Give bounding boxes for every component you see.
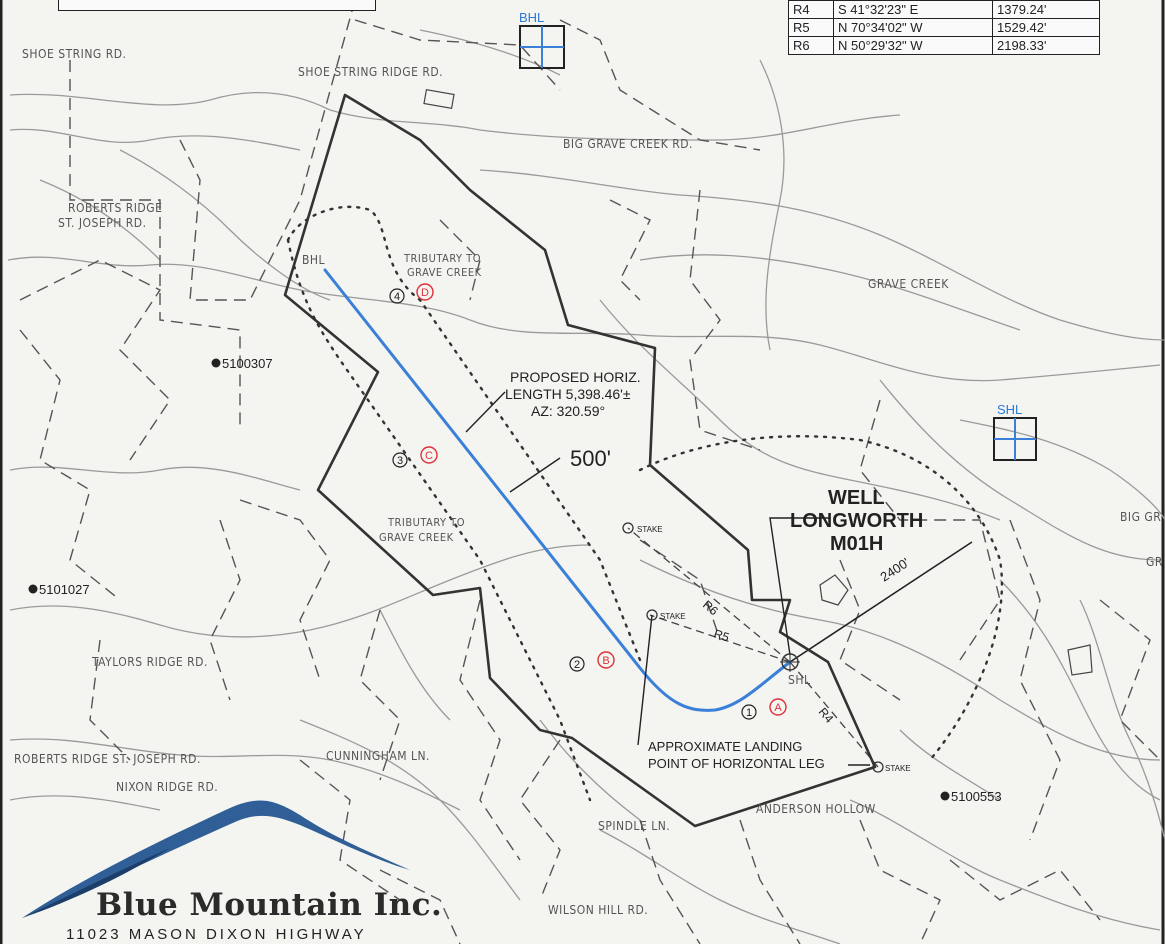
bhl-box-label: BHL <box>519 10 544 25</box>
horiz-label-3: AZ: 320.59° <box>531 403 605 419</box>
shl-point: SHL <box>780 652 811 687</box>
stake-icon <box>622 522 634 534</box>
road-label: ST. JOSEPH RD. <box>58 216 147 230</box>
road-label: ANDERSON HOLLOW <box>756 802 876 816</box>
road-label: ROBERTS RIDGE ST. JOSEPH RD. <box>14 752 201 766</box>
radial-r5-label: R5 <box>712 627 731 645</box>
well-icon <box>28 584 38 594</box>
point-3: 3 <box>397 455 403 467</box>
company-name: Blue Mountain Inc. <box>96 887 443 923</box>
point-a: A <box>774 702 782 714</box>
stakes: STAKE STAKE STAKE <box>622 522 911 773</box>
well-label-1: 5100307 <box>222 356 273 371</box>
table-cell-distance: 1529.42' <box>992 18 1100 37</box>
well-label-2: 5101027 <box>39 582 90 597</box>
road-label: SHOE STRING RD. <box>22 47 126 61</box>
radial-r4-label: R4 <box>816 705 837 726</box>
offset-wells: 5100307 5101027 5100553 <box>28 356 1002 804</box>
creek-label: GRAVE CREEK <box>407 266 482 279</box>
shl-point-label: SHL <box>788 673 811 687</box>
leader-2400 <box>789 541 973 663</box>
survey-points: 4 D 3 C 2 B 1 A <box>389 283 787 720</box>
horiz-label-2: LENGTH 5,398.46'± <box>505 386 631 402</box>
stake-icon <box>646 609 658 621</box>
well-title-1: WELL <box>828 487 885 509</box>
roads-solid <box>7 29 1165 944</box>
road-label: SHOE STRING RIDGE RD. <box>298 65 443 79</box>
point-c: C <box>425 450 433 462</box>
title-box <box>58 0 376 11</box>
table-row: R5 N 70°34'02" W 1529.42' <box>788 18 1100 37</box>
bearing-table: R4 S 41°32'23" E 1379.24' R5 N 70°34'02"… <box>788 0 1100 55</box>
creek-label: GRAVE CREEK <box>868 277 949 291</box>
property-lines-dashed <box>19 0 1161 944</box>
table-row: R6 N 50°29'32" W 2198.33' <box>788 36 1100 55</box>
stake-label-1: STAKE <box>637 525 663 534</box>
table-cell-distance: 2198.33' <box>992 36 1100 55</box>
road-label: TAYLORS RIDGE RD. <box>91 655 208 669</box>
well-title-3: M01H <box>830 533 883 555</box>
well-icon <box>211 358 221 368</box>
stake-icon <box>872 761 884 773</box>
table-cell-bearing: N 50°29'32" W <box>833 36 993 55</box>
annotations: PROPOSED HORIZ. LENGTH 5,398.46'± AZ: 32… <box>505 369 923 771</box>
road-label: BIG GR <box>1120 510 1161 524</box>
road-label: CUNNINGHAM LN. <box>326 749 430 763</box>
table-row: R4 S 41°32'23" E 1379.24' <box>788 0 1100 19</box>
landing-label-1: APPROXIMATE LANDING <box>648 739 802 754</box>
creek-label: GRAVE CREEK <box>379 531 454 544</box>
road-label: WILSON HILL RD. <box>548 903 648 917</box>
point-b: B <box>602 655 609 667</box>
road-label: SPINDLE LN. <box>598 819 670 833</box>
bhl-box: BHL <box>519 10 565 69</box>
horiz-label-1: PROPOSED HORIZ. <box>510 369 641 385</box>
table-cell-bearing: S 41°32'23" E <box>833 0 993 19</box>
table-cell-id: R5 <box>788 18 834 37</box>
distance-2400-label: 2400' <box>877 555 912 585</box>
stake-label-2: STAKE <box>660 612 686 621</box>
road-label: ROBERTS RIDGE <box>68 201 162 215</box>
point-d: D <box>421 287 429 299</box>
point-1: 1 <box>746 707 752 719</box>
property-boundary <box>283 93 877 828</box>
road-label: BIG GRAVE CREEK RD. <box>563 137 693 151</box>
point-4: 4 <box>394 291 400 303</box>
table-cell-bearing: N 70°34'02" W <box>833 18 993 37</box>
road-label: NIXON RIDGE RD. <box>116 780 218 794</box>
distance-500-label: 500' <box>570 446 611 471</box>
table-cell-id: R6 <box>788 36 834 55</box>
well-title-2: LONGWORTH <box>790 510 923 532</box>
horizontal-lateral <box>323 268 792 712</box>
structures <box>423 88 1093 676</box>
well-label-3: 5100553 <box>951 789 1002 804</box>
road-label: GR <box>1146 555 1163 569</box>
shl-box-label: SHL <box>997 402 1022 417</box>
bhl-line-label: BHL <box>302 253 325 267</box>
company-logo-mark <box>22 800 410 918</box>
creek-label: TRIBUTARY TO <box>387 516 465 529</box>
stake-label-3: STAKE <box>885 764 911 773</box>
radial-lines <box>627 527 879 768</box>
road-labels: SHOE STRING RD. SHOE STRING RIDGE RD. BI… <box>14 47 1163 917</box>
shl-box: SHL <box>993 402 1037 461</box>
table-cell-distance: 1379.24' <box>992 0 1100 19</box>
creek-label: TRIBUTARY TO <box>403 252 481 265</box>
annotation-leaders <box>465 391 870 766</box>
point-2: 2 <box>574 659 580 671</box>
well-icon <box>940 791 950 801</box>
radial-r6-label: R6 <box>700 598 721 619</box>
landing-label-2: POINT OF HORIZONTAL LEG <box>648 756 825 771</box>
company-address: 11023 MASON DIXON HIGHWAY <box>66 926 367 943</box>
table-cell-id: R4 <box>788 0 834 19</box>
